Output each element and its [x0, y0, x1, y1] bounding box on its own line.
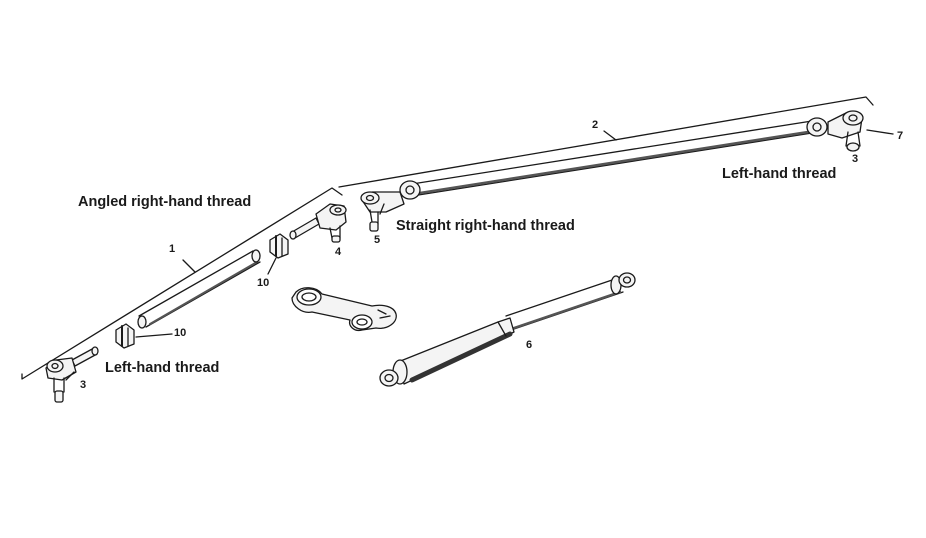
callout-6: 6 — [526, 339, 533, 351]
callout-4: 4 — [335, 246, 342, 258]
ball-joint-left — [45, 346, 99, 403]
clamp-10-lower — [115, 323, 173, 349]
tie-rod-short — [137, 249, 261, 329]
callout-10-lower: 10 — [174, 327, 187, 339]
ball-joint-right — [827, 110, 894, 152]
caption-left-hand-thread-bottom: Left-hand thread — [105, 360, 220, 376]
callout-2: 2 — [592, 119, 599, 131]
callout-3-left: 3 — [80, 379, 87, 391]
caption-left-hand-thread-top: Left-hand thread — [722, 166, 837, 182]
callout-10-upper: 10 — [257, 277, 270, 289]
idler-arm — [291, 287, 397, 332]
assembly-outline-left — [21, 187, 343, 380]
caption-angled-right-hand-thread: Angled right-hand thread — [78, 194, 252, 210]
caption-straight-right-hand-thread: Straight right-hand thread — [396, 218, 575, 234]
callout-1: 1 — [169, 243, 176, 255]
callout-7: 7 — [897, 130, 904, 142]
steering-damper — [379, 272, 636, 387]
callout-3-right: 3 — [852, 153, 859, 165]
tie-rod-long — [399, 117, 828, 200]
leader-2 — [603, 130, 617, 141]
ball-joint-5 — [360, 191, 405, 232]
assembly-outline-right — [338, 96, 874, 188]
tie-rod-end-4 — [289, 203, 347, 243]
clamp-10-upper — [267, 233, 289, 275]
callout-5: 5 — [374, 234, 381, 246]
